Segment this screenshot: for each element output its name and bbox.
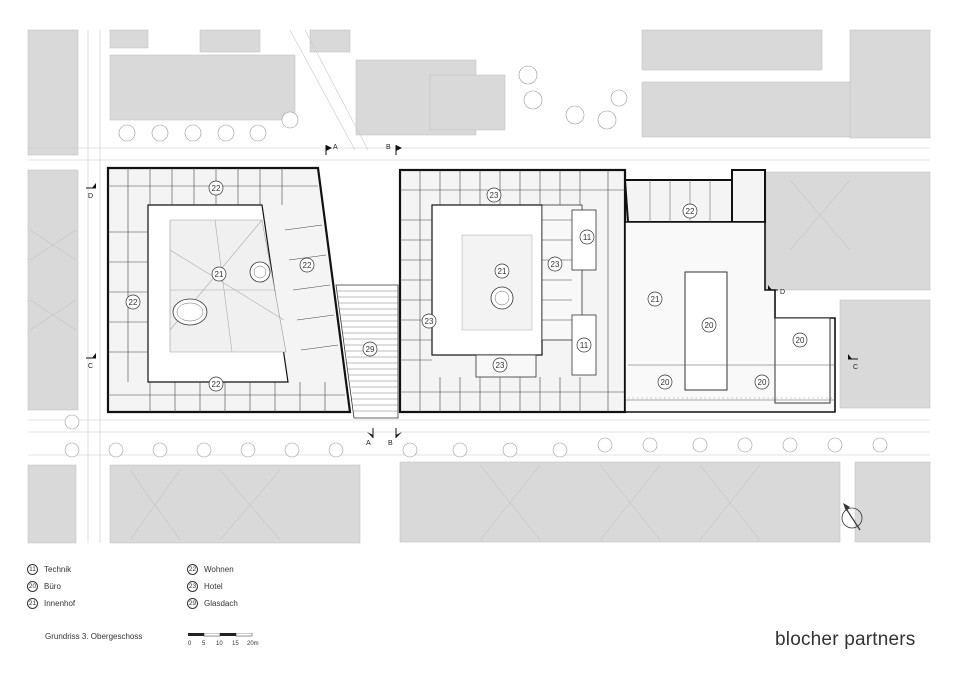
label-b1-south: 22 <box>208 376 224 392</box>
legend-item: 11 Technik <box>27 562 71 577</box>
label-b3-north: 22 <box>682 203 698 219</box>
scale-bar: 0 5 10 15 20m <box>188 633 259 647</box>
label-b1-west: 22 <box>125 294 141 310</box>
label-b1-east: 22 <box>299 257 315 273</box>
section-markers: A B A B D C D <box>86 144 858 447</box>
legend-label: Büro <box>44 582 61 591</box>
svg-text:22: 22 <box>212 380 221 389</box>
section-marker-d-right: D <box>768 285 785 296</box>
svg-text:D: D <box>88 193 93 200</box>
section-marker-a-top: A <box>325 144 338 155</box>
brand-logo: blocher partners <box>775 629 916 650</box>
scale-tick: 15 <box>232 641 239 647</box>
label-b1-courtyard: 21 <box>211 266 227 282</box>
legend-label: Glasdach <box>204 599 238 608</box>
legend-number: 23 <box>187 581 198 592</box>
legend-label: Innenhof <box>44 599 76 608</box>
plan-caption: Grundriss 3. Obergeschoss <box>45 632 143 641</box>
svg-text:23: 23 <box>490 191 499 200</box>
svg-text:21: 21 <box>215 270 224 279</box>
svg-text:21: 21 <box>651 295 660 304</box>
svg-text:B: B <box>388 440 393 447</box>
label-b2-north: 23 <box>486 187 502 203</box>
svg-text:A: A <box>333 144 338 151</box>
legend-label: Hotel <box>204 582 223 591</box>
scale-tick: 5 <box>202 641 206 647</box>
label-b2-courtyard: 21 <box>494 263 510 279</box>
label-b2-south: 23 <box>492 357 508 373</box>
building-1 <box>106 166 352 414</box>
legend-item: 22 Wohnen <box>187 562 234 577</box>
svg-text:23: 23 <box>425 317 434 326</box>
section-marker-b-top: B <box>386 144 402 155</box>
label-glass-roof: 29 <box>362 341 378 357</box>
label-b3-office-s1: 20 <box>657 374 673 390</box>
svg-text:29: 29 <box>366 345 375 354</box>
legend: 11 Technik 20 Büro 21 Innenhof 22 Wohnen… <box>27 562 357 614</box>
svg-text:11: 11 <box>580 341 589 350</box>
legend-item: 20 Büro <box>27 579 61 594</box>
north-arrow-icon <box>841 503 863 531</box>
svg-text:B: B <box>386 144 391 151</box>
legend-item: 29 Glasdach <box>187 596 238 611</box>
label-b1-north: 22 <box>208 180 224 196</box>
legend-label: Wohnen <box>204 565 234 574</box>
legend-number: 20 <box>27 581 38 592</box>
legend-number: 11 <box>27 564 38 575</box>
label-b2-west: 23 <box>421 313 437 329</box>
section-marker-b-bottom: B <box>388 428 402 447</box>
section-marker-c-right: C <box>848 354 858 371</box>
svg-text:22: 22 <box>129 298 138 307</box>
context-hatch <box>29 179 851 541</box>
label-b3-office-wing: 20 <box>701 317 717 333</box>
svg-text:11: 11 <box>583 233 592 242</box>
section-marker-a-bottom: A <box>366 428 374 447</box>
label-b3-office-s2: 20 <box>754 374 770 390</box>
section-marker-d-left: D <box>86 183 96 200</box>
legend-item: 23 Hotel <box>187 579 223 594</box>
building-3 <box>623 169 836 413</box>
svg-text:C: C <box>88 363 93 370</box>
scale-tick: 0 <box>188 641 192 647</box>
svg-text:21: 21 <box>498 267 507 276</box>
label-b2-inner: 23 <box>547 256 563 272</box>
svg-text:C: C <box>853 364 858 371</box>
label-b2-tech-bottom: 11 <box>576 337 592 353</box>
trees <box>64 65 888 458</box>
scale-tick: 20m <box>247 641 259 647</box>
streets <box>28 29 930 543</box>
plan-labels: 22 22 21 22 22 29 23 11 23 21 23 11 23 2… <box>125 180 808 392</box>
legend-label: Technik <box>44 565 72 574</box>
building-2 <box>398 168 627 414</box>
legend-number: 21 <box>27 598 38 609</box>
svg-text:20: 20 <box>796 336 805 345</box>
svg-text:23: 23 <box>496 361 505 370</box>
svg-text:23: 23 <box>551 260 560 269</box>
svg-text:20: 20 <box>758 378 767 387</box>
label-b3-office-east: 20 <box>792 332 808 348</box>
legend-item: 21 Innenhof <box>27 596 75 611</box>
legend-number: 22 <box>187 564 198 575</box>
section-marker-c-left: C <box>86 353 96 370</box>
svg-text:22: 22 <box>686 207 695 216</box>
label-b3-court: 21 <box>647 291 663 307</box>
svg-text:A: A <box>366 440 371 447</box>
svg-text:22: 22 <box>303 261 312 270</box>
svg-text:20: 20 <box>661 378 670 387</box>
svg-text:D: D <box>780 289 785 296</box>
label-b2-tech-top: 11 <box>579 229 595 245</box>
svg-text:20: 20 <box>705 321 714 330</box>
svg-text:22: 22 <box>212 184 221 193</box>
scale-tick: 10 <box>216 641 223 647</box>
context-buildings <box>27 29 931 544</box>
legend-number: 29 <box>187 598 198 609</box>
